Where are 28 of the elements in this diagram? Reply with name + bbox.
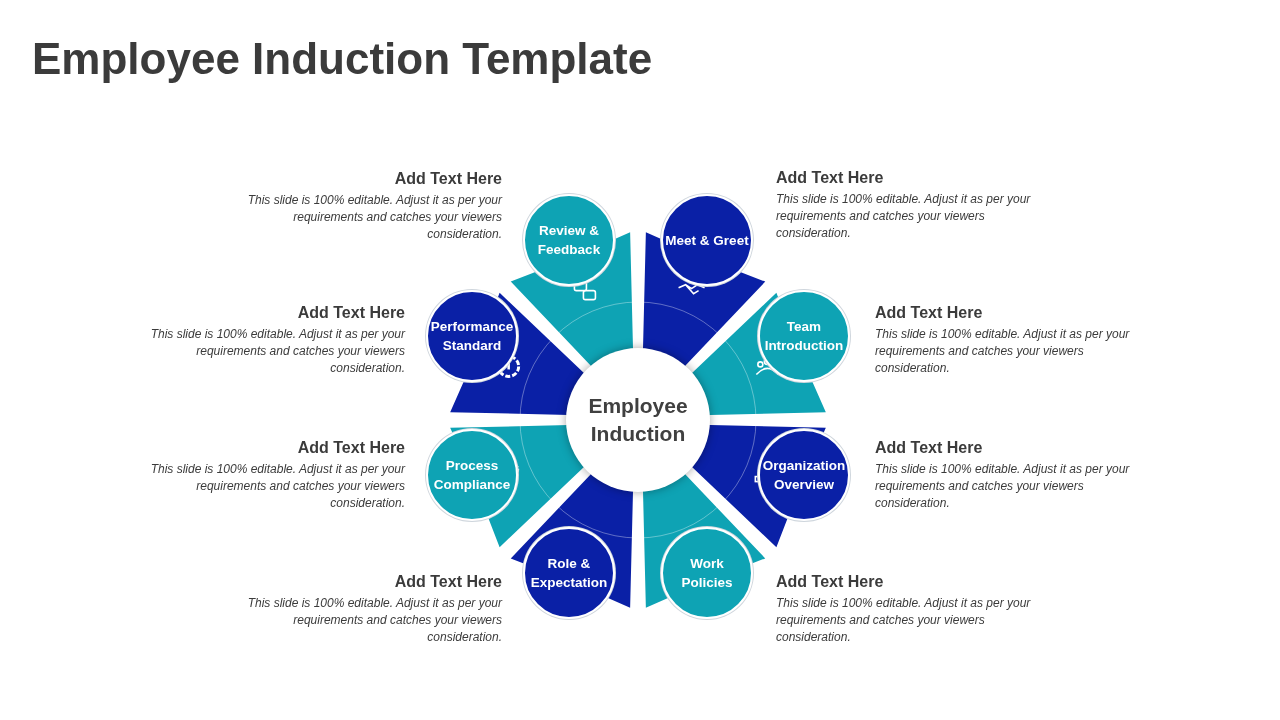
description-text: This slide is 100% editable. Adjust it as per your requirements and catches your viewers consideration.	[150, 326, 405, 377]
description-text: This slide is 100% editable. Adjust it as per your requirements and catches your viewers consideration.	[247, 595, 502, 646]
heading-text: Add Text Here	[297, 304, 405, 322]
step-label: Meet & Greet	[665, 231, 749, 250]
description-text: This slide is 100% editable. Adjust it as per your requirements and catches your viewers consideration.	[247, 192, 502, 243]
step-label: Performance Standard	[429, 318, 515, 355]
step-label: Review & Feedback	[536, 222, 602, 259]
step-circle	[661, 527, 753, 619]
heading-text: Add Text Here	[297, 439, 405, 457]
description-text: This slide is 100% editable. Adjust it as per your requirements and catches your viewers consideration.	[875, 326, 1130, 377]
step-circle	[523, 527, 615, 619]
heading-text: Add Text Here	[875, 439, 983, 457]
heading-text: Add Text Here	[875, 304, 983, 322]
slide-title: Employee Induction Template	[32, 34, 653, 84]
description-text: This slide is 100% editable. Adjust it as per your requirements and catches your viewers consideration.	[875, 461, 1130, 512]
description-text: This slide is 100% editable. Adjust it as per your requirements and catches your viewers consideration.	[776, 595, 1031, 646]
heading-text: Add Text Here	[776, 169, 884, 187]
heading-text: Add Text Here	[394, 573, 502, 591]
center-label: Employee Induction	[587, 393, 689, 447]
step-label: Work Policies	[680, 555, 734, 592]
step-label: Team Introduction	[763, 318, 845, 355]
step-label: Organization Overview	[761, 457, 847, 494]
description-text: This slide is 100% editable. Adjust it as per your requirements and catches your viewers consideration.	[150, 461, 405, 512]
heading-text: Add Text Here	[394, 170, 502, 188]
heading-text: Add Text Here	[776, 573, 884, 591]
step-label: Process Compliance	[432, 457, 512, 494]
description-text: This slide is 100% editable. Adjust it as per your requirements and catches your viewers consideration.	[776, 191, 1031, 242]
step-label: Role & Expectation	[529, 555, 609, 592]
